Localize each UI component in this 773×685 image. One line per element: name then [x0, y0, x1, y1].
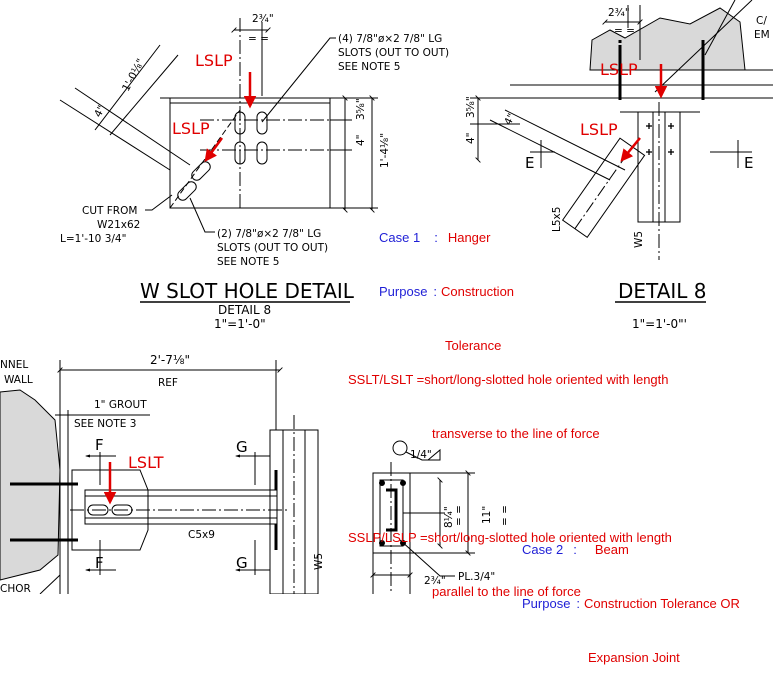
section-f-top: F — [95, 436, 104, 454]
legend-sslt-line1: SSLT/LSLT =short/long-slotted hole orien… — [348, 372, 669, 387]
slots-2-line3: SEE NOTE 5 — [217, 256, 279, 268]
slots-4-line1: (4) 7/8"ø×2 7/8" LG — [338, 33, 442, 45]
angle-label: L5x5 — [551, 207, 563, 232]
callout-em: EM — [754, 29, 770, 41]
dim-diag-short: 4" — [92, 104, 108, 120]
detail-scale: 1"=1'-0" — [214, 317, 266, 331]
case2-purpose-line2: Expansion Joint — [588, 650, 680, 665]
column-label-bottom: W5 — [313, 553, 325, 570]
dim-top-right: 2¾" — [608, 7, 630, 19]
detail-8-right — [470, 0, 773, 303]
dim-ref: REF — [158, 377, 178, 389]
legend-sslp-line1: SSLP/LSLP =short/long-slotted hole orien… — [348, 530, 672, 545]
wall-label-1: NNEL — [0, 359, 28, 371]
dim-top-right-eq: = = — [614, 25, 635, 37]
slot-hole — [191, 161, 211, 181]
base-plate-detail — [370, 440, 475, 594]
weld-label: 1/4" — [410, 449, 432, 461]
detail-8-title: DETAIL 8 — [618, 279, 707, 303]
w5-column-bottom — [269, 429, 319, 594]
grout-label: 1" GROUT — [94, 399, 147, 411]
callout-c: C/ — [756, 15, 767, 27]
case2-value: Beam — [594, 542, 629, 557]
bracket-plate — [71, 469, 149, 551]
slot-hole — [87, 504, 109, 516]
detail-drawing-canvas: 2¾" = = (4) 7/8"ø×2 7/8" LG SLOTS (OUT T… — [0, 0, 773, 594]
case1-purpose-line1: Construction — [441, 284, 515, 299]
cut-from-line2: W21x62 — [97, 219, 140, 231]
case1-colon: : — [434, 230, 438, 245]
case2-colon: : — [573, 542, 577, 557]
dim-diag-long: 1'-0⅛" — [120, 57, 147, 94]
lslp-arrow-lower — [204, 137, 224, 163]
section-g-bottom: G — [236, 554, 248, 572]
cut-from-line1: CUT FROM — [82, 205, 137, 217]
slot-hole — [234, 111, 246, 135]
slot-hole — [256, 111, 268, 135]
detail-8-scale: 1"=1'-0"' — [632, 317, 687, 331]
case2-label: Case 2 — [522, 542, 564, 557]
case2-block: Case 2:Beam Purpose:Construction Toleran… — [522, 505, 740, 685]
lslp-label-lower: LSLP — [172, 119, 210, 138]
w-slot-hole-detail — [59, 18, 378, 303]
dim-v-small: 3⅝" — [355, 98, 367, 120]
lslp-label-right-lower: LSLP — [580, 120, 618, 139]
case2-purpose-line1: Construction Tolerance OR — [584, 596, 740, 611]
dim-8: 8¼" — [443, 506, 455, 528]
slot-hole — [234, 141, 246, 165]
section-e-right: E — [744, 154, 753, 172]
slot-hole — [177, 181, 197, 201]
lslp-label-right-upper: LSLP — [600, 60, 638, 79]
slots-2-line2: SLOTS (OUT TO OUT) — [217, 242, 328, 254]
cut-from-line3: L=1'-10 3/4" — [60, 233, 126, 245]
detail-title: W SLOT HOLE DETAIL — [140, 279, 355, 303]
slot-legend: SSLT/LSLT =short/long-slotted hole orien… — [348, 335, 672, 619]
lslt-label: LSLT — [128, 453, 164, 472]
case1-purpose-line2: Tolerance — [445, 338, 502, 353]
dim-v-4-right-a: 4" — [465, 132, 477, 144]
lslp-label-upper: LSLP — [195, 51, 233, 70]
dim-bottom: 2¾" — [424, 575, 446, 587]
dim-v-4: 4" — [355, 134, 367, 146]
detail-subtitle: DETAIL 8 — [218, 303, 271, 317]
anchor-label: CHOR — [0, 583, 31, 594]
grout-note: SEE NOTE 3 — [74, 418, 136, 430]
dim-11-eq: = = — [499, 505, 511, 526]
case2-purpose-colon: : — [576, 596, 581, 611]
case1-purpose-colon: : — [433, 284, 438, 299]
wall-label-2: WALL — [4, 374, 33, 386]
beam-elevation-text: NNEL WALL 2'-7⅛" REF 1" GROUT SEE NOTE 3… — [0, 353, 325, 594]
column-label-top: W5 — [633, 231, 645, 248]
slot-hole — [111, 504, 133, 516]
channel-c5x9 — [84, 489, 278, 525]
lslp-arrow-right-lower — [620, 137, 641, 162]
dim-11: 11" — [481, 506, 493, 524]
dim-overall: 2'-7⅛" — [150, 353, 190, 367]
dim-v-small-right: 3⅝" — [465, 96, 477, 118]
section-e-left: E — [525, 154, 534, 172]
case1-block: Case 1:Hanger Purpose:Construction Toler… — [379, 193, 514, 373]
case1-purpose-label: Purpose — [379, 284, 428, 299]
dim-8-eq: = = — [453, 505, 465, 526]
detail-8-text: 2¾" = = C/ EM E E 3⅝" 4" 4" L5x5 W5 DETA… — [465, 7, 770, 331]
section-f-bottom: F — [95, 554, 104, 572]
dim-v-4-right-b: 4" — [502, 112, 518, 128]
case1-label: Case 1 — [379, 230, 421, 245]
base-plate-text: 1/4" 8¼" = = 11" = = 2¾" PL.3/4" — [410, 449, 511, 587]
slots-2-line1: (2) 7/8"ø×2 7/8" LG — [217, 228, 321, 240]
concrete-slab — [589, 7, 746, 71]
legend-sslt-line2: transverse to the line of force — [432, 426, 600, 441]
dim-top-eq: = = — [248, 33, 269, 45]
dim-v-total: 1'-4⅛" — [379, 133, 391, 168]
channel-label: C5x9 — [188, 529, 215, 541]
case2-purpose-label: Purpose — [522, 596, 571, 611]
slots-4-line3: SEE NOTE 5 — [338, 61, 400, 73]
section-g-top: G — [236, 438, 248, 456]
slot-hole — [256, 141, 268, 165]
beam-elevation — [0, 360, 319, 594]
dim-top-label: 2¾" — [252, 13, 274, 25]
plate-label: PL.3/4" — [458, 571, 495, 583]
slots-4-line2: SLOTS (OUT TO OUT) — [338, 47, 449, 59]
case1-value: Hanger — [447, 230, 491, 245]
